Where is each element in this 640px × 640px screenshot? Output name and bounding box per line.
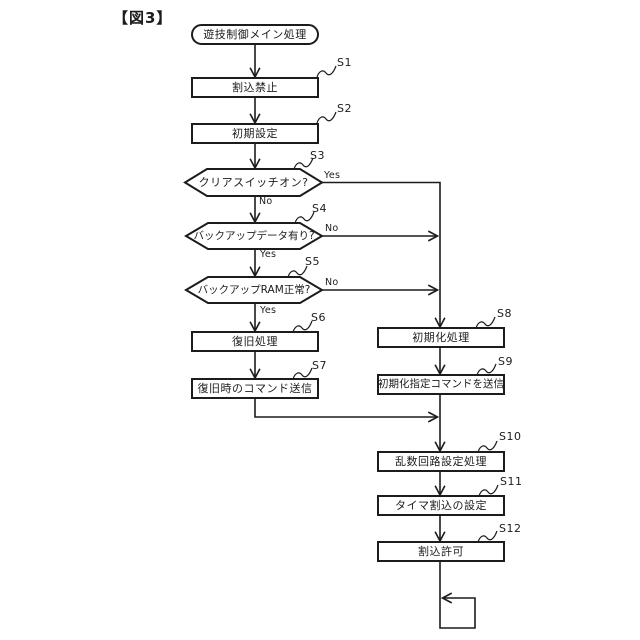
node-text-s5: バックアップRAM正常? <box>197 283 311 296</box>
step-label-s8: S8 <box>497 307 512 320</box>
figure-number-label: 【図3】 <box>113 9 173 27</box>
leader-s1 <box>316 65 337 78</box>
leader-s7 <box>292 367 313 380</box>
step-label-s1: S1 <box>337 56 352 69</box>
process-box-s2 <box>191 123 319 144</box>
step-label-s4: S4 <box>312 202 327 215</box>
node-text-s7: 復旧時のコマンド送信 <box>197 382 313 395</box>
flow-line-s7-join <box>254 398 437 418</box>
arrowhead-s5-join <box>427 284 440 296</box>
node-text-s3: クリアスイッチオン? <box>198 176 309 189</box>
process-box-s7 <box>191 378 319 399</box>
leader-s11 <box>478 484 499 497</box>
node-text-s9: 初期化指定コマンドを送信 <box>378 378 504 391</box>
process-box-s11 <box>377 495 505 516</box>
step-label-s5: S5 <box>305 255 320 268</box>
arrowhead-s7-join <box>427 411 440 423</box>
node-text-s12: 割込許可 <box>418 545 464 558</box>
branch-label-s5-yes: Yes <box>260 305 277 316</box>
leader-s12 <box>477 530 498 543</box>
process-box-s9 <box>377 374 505 395</box>
terminal-shape-start <box>191 24 319 45</box>
node-text-s6: 復旧処理 <box>232 335 278 348</box>
branch-label-s5-no: No <box>325 277 339 288</box>
branch-label-s3-no: No <box>259 196 273 207</box>
node-shapes <box>183 24 505 562</box>
node-text-s11: タイマ割込の設定 <box>395 499 487 512</box>
process-box-s10 <box>377 451 505 472</box>
leader-s3 <box>293 157 314 170</box>
connector-lines <box>254 44 476 629</box>
arrowhead-s4-join <box>427 230 440 242</box>
flow-line-s3-yes-right <box>322 181 441 327</box>
process-box-s6 <box>191 331 319 352</box>
leader-s4 <box>294 211 315 224</box>
leader-s10 <box>477 440 498 453</box>
flow-line-main-loop <box>439 561 476 629</box>
process-box-s1 <box>191 77 319 98</box>
decision-shape-s4 <box>184 222 324 250</box>
step-label-s2: S2 <box>337 102 352 115</box>
step-label-s11: S11 <box>500 475 523 488</box>
node-text-s8: 初期化処理 <box>412 331 470 344</box>
step-label-s9: S9 <box>498 355 513 368</box>
node-text-s1: 割込禁止 <box>232 81 278 94</box>
leader-s6 <box>292 320 313 333</box>
step-label-s10: S10 <box>499 430 522 443</box>
step-leader-squiggles <box>287 65 499 543</box>
arrowhead-loop-return <box>440 592 453 604</box>
node-text-s4: バックアップデータ有り? <box>193 229 315 242</box>
step-label-s6: S6 <box>311 311 326 324</box>
leader-s9 <box>476 363 497 376</box>
process-box-s8 <box>377 327 505 348</box>
leader-s2 <box>316 111 337 124</box>
branch-label-s4-yes: Yes <box>260 249 277 260</box>
terminal-start-text: 遊技制御メイン処理 <box>203 28 307 41</box>
decision-shape-s3 <box>183 168 324 197</box>
leader-s5 <box>287 265 308 278</box>
step-label-s3: S3 <box>310 149 325 162</box>
step-label-s12: S12 <box>499 522 522 535</box>
branch-label-s4-no: No <box>325 223 339 234</box>
process-box-s12 <box>377 541 505 562</box>
leader-s8 <box>475 316 496 329</box>
node-text-s2: 初期設定 <box>232 127 278 140</box>
node-text-s10: 乱数回路設定処理 <box>395 455 487 468</box>
step-label-s7: S7 <box>312 359 327 372</box>
decision-shape-s5 <box>184 276 324 304</box>
branch-label-s3-yes: Yes <box>324 170 341 181</box>
